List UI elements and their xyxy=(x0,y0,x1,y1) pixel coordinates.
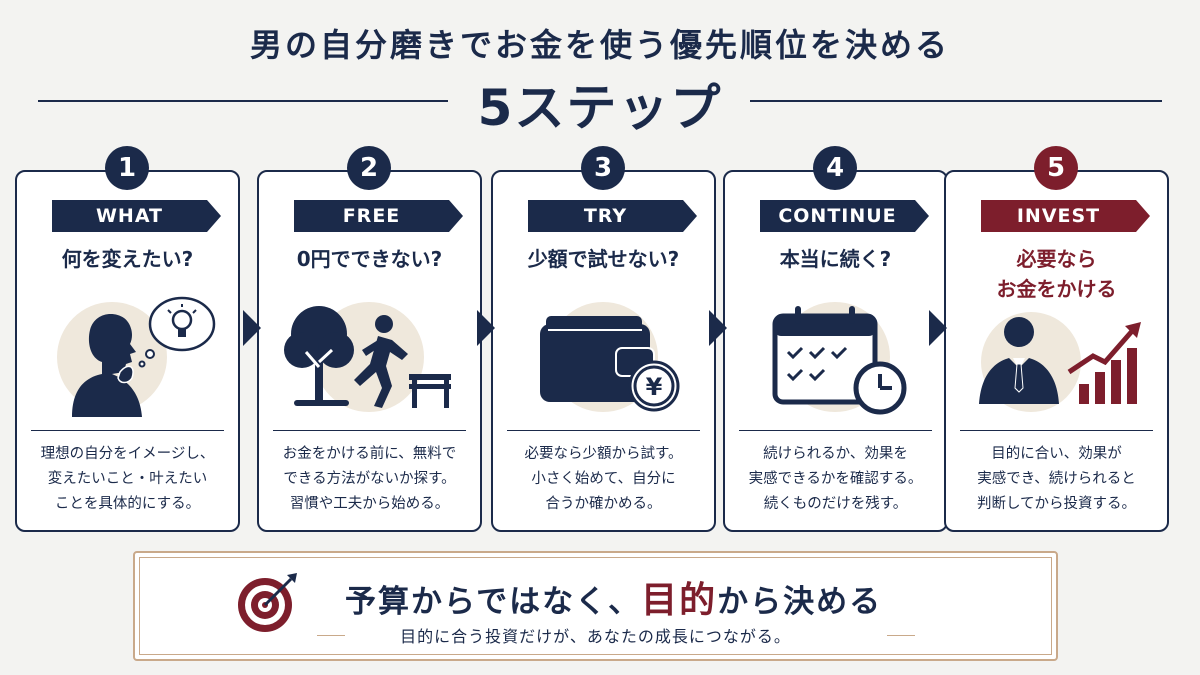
step-description: 目的に合い、効果が 実感でき、続けられると 判断してから投資する。 xyxy=(946,442,1167,517)
step-tag: INVEST xyxy=(981,200,1150,232)
headline-part: 予算からではなく、 xyxy=(345,584,642,620)
svg-text:¥: ¥ xyxy=(646,373,663,401)
step-card-3: TRY 少額で試せない? ¥ 必要なら少額から試す。 小さく始めて、自分に 合う… xyxy=(491,170,716,532)
desc-line: お金をかける前に、無料で xyxy=(282,446,457,462)
headline-part: から決める xyxy=(717,584,883,620)
businessman-growth-chart-icon xyxy=(979,312,1141,412)
desc-line: 判断してから投資する。 xyxy=(976,496,1137,512)
desc-line: 実感でき、続けられると xyxy=(977,471,1136,487)
step-card-4: CONTINUE 本当に続く? 続けられるか、効果を 実感できるかを確認する。 … xyxy=(723,170,948,532)
card-divider xyxy=(960,430,1153,431)
sub-left-line xyxy=(317,635,345,636)
target-arrow-icon xyxy=(238,573,297,632)
conclusion-box-inner-border xyxy=(139,557,1052,655)
desc-line: できる方法がないか探す。 xyxy=(283,471,456,487)
sub-right-line xyxy=(887,635,915,636)
question-line: 必要なら xyxy=(1016,247,1097,271)
step-question: 必要なら お金をかける xyxy=(946,244,1167,304)
step-arrow-right-icon xyxy=(243,310,261,346)
card-divider xyxy=(507,430,700,431)
step-description: お金をかける前に、無料で できる方法がないか探す。 習慣や工夫から始める。 xyxy=(259,442,480,517)
step-card-5: INVEST 必要なら お金をかける 目的に合い、効果が 実感でき、続けられると… xyxy=(944,170,1169,532)
conclusion-headline: 予算からではなく、目的から決める xyxy=(345,571,882,623)
step-arrow-right-icon xyxy=(477,310,495,346)
step-question: 何を変えたい? xyxy=(61,247,194,271)
subtitle-left-line xyxy=(38,100,448,102)
subtitle-row: 5ステップ xyxy=(0,68,1200,137)
step-number-1: 1 xyxy=(105,146,149,190)
wallet-yen-icon: ¥ xyxy=(540,302,680,412)
step-card-2: FREE 0円でできない? お金をかける前に、無料で できる方法がないか探す。 … xyxy=(257,170,482,532)
step-number-2: 2 xyxy=(347,146,391,190)
page-title: 男の自分磨きでお金を使う優先順位を決める xyxy=(249,26,950,64)
thinking-person-lightbulb-icon xyxy=(57,296,216,417)
desc-line: 習慣や工夫から始める。 xyxy=(289,496,450,512)
calendar-clock-icon xyxy=(772,302,907,415)
conclusion-box: 予算からではなく、目的から決める 目的に合う投資だけが、あなたの成長につながる。 xyxy=(133,551,1058,661)
step-question: 少額で試せない? xyxy=(527,247,680,271)
step-question: 0円でできない? xyxy=(296,247,443,271)
step-description: 続けられるか、効果を 実感できるかを確認する。 続くものだけを残す。 xyxy=(725,442,946,517)
desc-line: ことを具体的にする。 xyxy=(54,496,201,512)
step-tag: FREE xyxy=(294,200,463,232)
desc-line: 変えたいこと・叶えたい xyxy=(47,471,208,487)
card-divider xyxy=(273,430,466,431)
desc-line: 目的に合い、効果が xyxy=(991,446,1122,462)
step-number-3: 3 xyxy=(581,146,625,190)
card-divider xyxy=(31,430,224,431)
step-tag: WHAT xyxy=(52,200,221,232)
card-divider xyxy=(739,430,932,431)
step-arrow-right-icon xyxy=(929,310,947,346)
desc-line: 理想の自分をイメージし、 xyxy=(40,446,215,462)
page-subtitle: 5ステップ xyxy=(477,79,723,137)
step-description: 必要なら少額から試す。 小さく始めて、自分に 合うか確かめる。 xyxy=(493,442,714,517)
step-number-5: 5 xyxy=(1034,146,1078,190)
desc-line: 実感できるかを確認する。 xyxy=(748,471,923,487)
desc-line: 合うか確かめる。 xyxy=(545,496,662,512)
step-tag: CONTINUE xyxy=(760,200,929,232)
headline-emphasis: 目的 xyxy=(641,580,718,621)
tree-runner-bench-icon xyxy=(284,302,451,412)
desc-line: 小さく始めて、自分に xyxy=(531,471,676,487)
step-question: 本当に続く? xyxy=(779,247,892,271)
step-arrow-right-icon xyxy=(709,310,727,346)
question-line: お金をかける xyxy=(996,277,1117,301)
desc-line: 続くものだけを残す。 xyxy=(763,496,908,512)
step-description: 理想の自分をイメージし、 変えたいこと・叶えたい ことを具体的にする。 xyxy=(17,442,238,517)
step-tag: TRY xyxy=(528,200,697,232)
desc-line: 必要なら少額から試す。 xyxy=(524,446,683,462)
step-card-1: WHAT 何を変えたい? 理想の自分をイメージし、 変えたいこと・叶えたい こと… xyxy=(15,170,240,532)
subtitle-right-line xyxy=(750,100,1162,102)
step-number-4: 4 xyxy=(813,146,857,190)
desc-line: 続けられるか、効果を xyxy=(763,446,908,462)
conclusion-subtext: 目的に合う投資だけが、あなたの成長につながる。 xyxy=(400,627,791,646)
